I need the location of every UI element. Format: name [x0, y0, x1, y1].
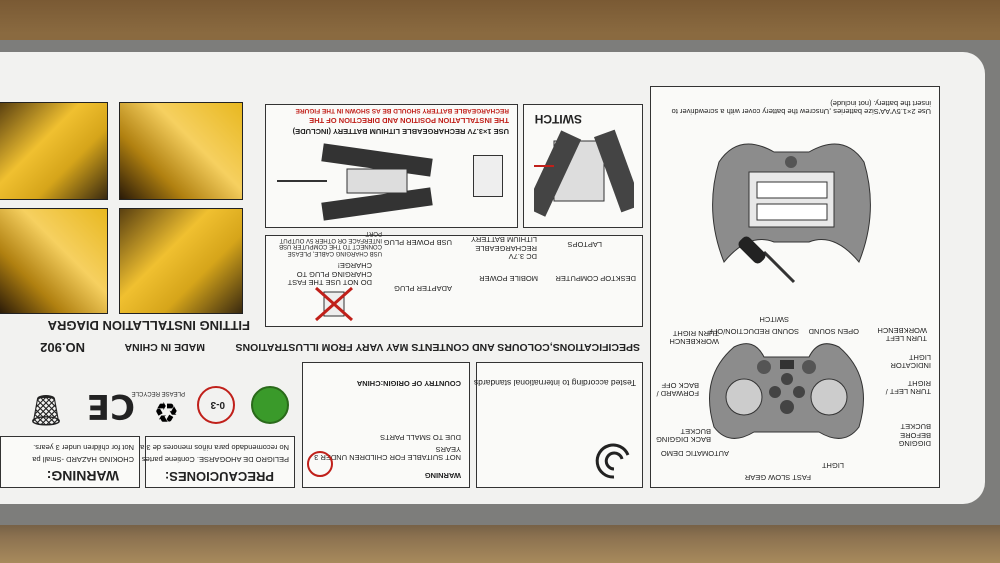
- model-number: NO.902: [40, 340, 85, 355]
- country-warning: WARNING: [424, 471, 461, 480]
- remote-panel: Use 2×1.5V'AA'Size batteries ,Unscrew th…: [650, 86, 940, 488]
- label-sound-reduction: SOUND REDUCTION/OFF: [708, 327, 799, 336]
- fitting-title: FITTING INSTALLATION DIAGRA: [47, 318, 250, 333]
- no-small-parts-icon: [307, 451, 333, 477]
- country-line2: DUE TO SMALL PARTS: [380, 433, 461, 442]
- table-surface: [0, 520, 1000, 563]
- battery-install-illustration: [277, 143, 433, 221]
- label-mobile-power: MOBILE POWER: [479, 274, 538, 283]
- battery-pack-icon: [473, 155, 503, 197]
- recycle-text: PLEASE RECYCLE: [131, 390, 185, 396]
- switch-title: SWITCH: [534, 112, 582, 126]
- precauciones-line2: No recomendado para niños menores de 3 a…: [125, 443, 289, 452]
- label-back-digging-bucket: BACK DIGGING BUCKET: [655, 426, 711, 444]
- screwdriver-icon: [738, 236, 796, 284]
- country-origin: COUNTRY OF ORIGIN:CHINA: [356, 379, 461, 388]
- tested-panel: Tested according to international standa…: [473, 362, 643, 488]
- label-workbench-turn-right: WORKBENCH TURN RIGHT: [669, 328, 719, 346]
- fitting-photo-3: [119, 102, 243, 200]
- label-fast-charging-note: DO NOT USE THE FAST CHARGING PLUG TO CHA…: [287, 261, 372, 288]
- switch-panel: SWITCH: [523, 104, 643, 228]
- warning-line1: CHOKING HAZARD -Small pa: [32, 455, 134, 464]
- label-automatic-demo: AUTOMATIC DEMO: [660, 449, 729, 458]
- specs-line: SPECIFICATIONS,COLOURS AND CONTENTS MAY …: [235, 341, 640, 353]
- made-in-china: MADE IN CHINA: [124, 341, 206, 353]
- label-usb-cable-note: USB CHARGING CABLE, PLEASE CONNECT TO TH…: [279, 230, 382, 256]
- label-digging-before-bucket: DIGGING BEFORE BUCKET: [898, 422, 931, 449]
- remote-back-illustration: [712, 143, 871, 263]
- fitting-photo-4: [0, 102, 108, 200]
- battery-line2: THE INSTALLATION POSITION AND DIRECTION …: [309, 116, 509, 125]
- label-adapter-plug: ADAPTER PLUG: [394, 284, 452, 293]
- upside-down-print: Use 2×1.5V'AA'Size batteries ,Unscrew th…: [0, 52, 985, 504]
- label-open-sound: OPEN SOUND: [808, 327, 859, 336]
- label-indicator-light: INDICATOR LIGHT: [890, 352, 931, 370]
- battery-note: Use 2×1.5V'AA'Size batteries ,Unscrew th…: [671, 98, 931, 116]
- fitting-photo-2: [0, 208, 108, 314]
- warning-panel: WARNING: CHOKING HAZARD -Small pa Not fo…: [0, 436, 140, 488]
- ce-mark-icon: CE: [86, 386, 135, 426]
- label-battery: DC 3.7V RECHARGEABLE LITHIUM BATTERY: [471, 235, 537, 262]
- warning-line2: Not for children under 3 years.: [33, 443, 134, 452]
- warning-title: WARNING:: [46, 468, 119, 484]
- charging-panel: DESKTOP COMPUTER LAPTOPS MOBILE POWER DC…: [265, 230, 643, 327]
- label-usb-power-plug: USB POWER PLUG: [383, 238, 452, 247]
- battery-line3: RECHARGEABLE BATTERY SHOULD BE AS SHOWN …: [295, 107, 509, 114]
- no-fast-charge-icon: [315, 286, 353, 322]
- country-panel: WARNING NOT SUITABLE FOR CHILDREN UNDER …: [302, 362, 470, 488]
- label-forward-back-off: FORWARD / BACK OFF: [656, 380, 700, 398]
- switch-illustration: [534, 129, 634, 217]
- age-text: 0-3: [210, 399, 225, 410]
- country-line1: NOT SUITABLE FOR CHILDREN UNDER 3 YEARS: [314, 444, 461, 462]
- weee-bin-icon: 🗑: [26, 393, 65, 426]
- fitting-photo-1: [119, 208, 243, 314]
- label-laptops: LAPTOPS: [567, 240, 602, 249]
- remote-front-illustration: [709, 343, 864, 439]
- certification-mark-icon: [595, 443, 630, 479]
- instruction-card: Use 2×1.5V'AA'Size batteries ,Unscrew th…: [0, 52, 985, 504]
- label-light: LIGHT: [821, 461, 844, 470]
- green-dot-icon: [251, 386, 289, 424]
- tested-line: Tested according to international standa…: [473, 378, 636, 388]
- label-desktop-computer: DESKTOP COMPUTER: [555, 274, 636, 283]
- recycle-icon: ♻ PLEASE RECYCLE: [131, 390, 185, 427]
- precauciones-title: PRECAUCIONES:: [164, 469, 274, 484]
- label-turn-left-workbench: TURN LEFT WORKBENCH: [877, 325, 927, 343]
- battery-line1: USE 1×3.7V RECHARGEABLE LITHIUM BATTERY …: [292, 127, 509, 136]
- label-fast-slow-gear: FAST SLOW GEAR: [744, 473, 811, 482]
- label-switch: SWITCH: [759, 315, 789, 324]
- label-turn-left-right: TURN LEFT / RIGHT: [885, 378, 931, 396]
- battery-panel: USE 1×3.7V RECHARGEABLE LITHIUM BATTERY …: [265, 104, 518, 228]
- precauciones-panel: PRECAUCIONES: PELIGRO DE AHOGARSE. Conti…: [105, 436, 295, 488]
- age-0-3-icon: 0-3: [197, 386, 235, 424]
